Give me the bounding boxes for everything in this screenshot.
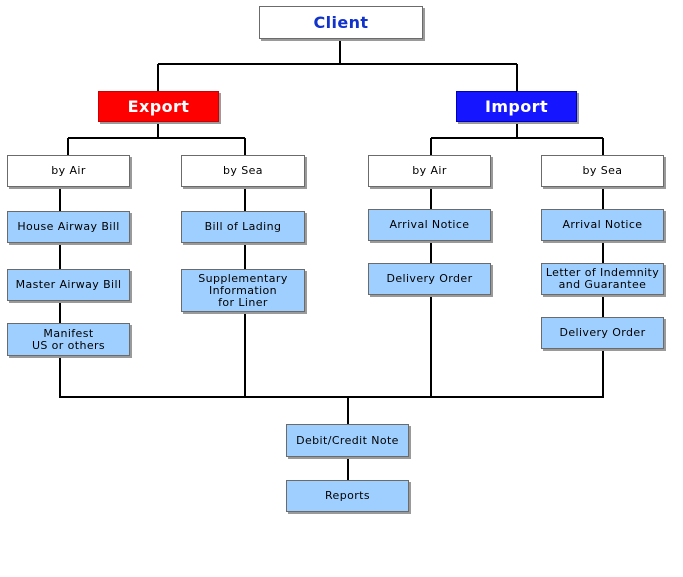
export-by-sea-node: by Sea — [181, 155, 305, 187]
import-node: Import — [456, 91, 577, 122]
house-airway-bill-node: House Airway Bill — [7, 211, 130, 243]
letter-of-indemnity-node: Letter of Indemnity and Guarantee — [541, 263, 664, 295]
export-node: Export — [98, 91, 219, 122]
master-airway-bill-node: Master Airway Bill — [7, 269, 130, 301]
import-by-sea-node: by Sea — [541, 155, 664, 187]
debit-credit-note-node: Debit/Credit Note — [286, 424, 409, 457]
client-node: Client — [259, 6, 423, 39]
bill-of-lading-node: Bill of Lading — [181, 211, 305, 243]
reports-node: Reports — [286, 480, 409, 512]
import-air-delivery-order-node: Delivery Order — [368, 263, 491, 295]
import-sea-delivery-order-node: Delivery Order — [541, 317, 664, 349]
supplementary-information-node: Supplementary Information for Liner — [181, 269, 305, 312]
import-sea-arrival-notice-node: Arrival Notice — [541, 209, 664, 241]
import-air-arrival-notice-node: Arrival Notice — [368, 209, 491, 241]
manifest-node: Manifest US or others — [7, 323, 130, 356]
export-by-air-node: by Air — [7, 155, 130, 187]
import-by-air-node: by Air — [368, 155, 491, 187]
